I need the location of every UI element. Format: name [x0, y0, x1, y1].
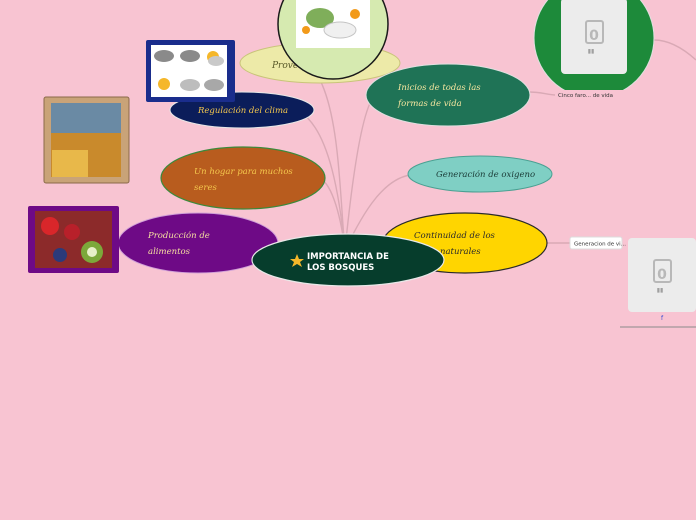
cinco-label-bg: [556, 90, 626, 100]
placeholder-card-caption: f: [661, 315, 664, 322]
continuidad-line-1: Continuidad de los: [414, 231, 496, 241]
central-line-1: IMPORTANCIA DE: [307, 252, 389, 262]
connector-offscreen: [653, 39, 696, 61]
placeholder-card-zero: 0: [657, 267, 667, 283]
subtopic-generacion-label: Generacion de vi...: [574, 242, 626, 248]
fruit-strawberry: [41, 217, 59, 235]
subtopic-cinco-label: Cinco faro... de vida: [558, 93, 613, 99]
star-icon: [290, 254, 304, 267]
inicios-line-2: formas de vida: [397, 99, 462, 109]
produccion-line-2: alimentos: [148, 247, 191, 257]
topic-inicios-label: Inicios de todas las formas de vida: [397, 83, 481, 109]
placeholder-icon: [585, 20, 604, 44]
topic-hogar-label-1: Un hogar para muchos seres: [194, 167, 293, 193]
topic-hogar[interactable]: [160, 146, 326, 210]
produccion-line-1: Producción de: [147, 230, 210, 241]
placeholder-dots: ▮▮: [588, 48, 595, 55]
hogar-line-1: Un hogar para muchos: [194, 167, 293, 177]
placeholder-card: [628, 238, 696, 312]
placeholder-zero: 0: [589, 28, 599, 44]
topic-oxigeno-label: Generación de oxigeno: [436, 169, 535, 180]
placeholder-image: [561, 0, 627, 74]
connector-inicios: [344, 94, 376, 251]
subtopic-generacion[interactable]: [569, 236, 623, 250]
herbs-flower-2: [302, 26, 310, 34]
hogar-line-2: seres: [194, 183, 217, 193]
placeholder-card-dots: ▮▮: [657, 287, 664, 294]
fruit-blueberries: [53, 248, 67, 262]
herbs-mortar: [323, 21, 357, 39]
central-topic[interactable]: [251, 233, 445, 287]
placeholder-card-icon: [653, 259, 672, 283]
herbs-leaves: [306, 8, 334, 28]
topic-regulacion-label: Regulación del clima: [197, 105, 288, 116]
connector-cinco: [527, 91, 556, 96]
topic-inicios[interactable]: [365, 63, 531, 127]
fruit-kiwi-center: [87, 247, 97, 257]
topic-continuidad-label: Continuidad de los naturales: [414, 231, 496, 257]
herbs-flower: [350, 9, 360, 19]
farm-image-corn: [52, 150, 88, 177]
connector-regulacion: [299, 111, 346, 251]
farm-image-sky: [51, 103, 121, 133]
inicios-line-1: Inicios de todas las: [397, 83, 481, 93]
continuidad-line-2: naturales: [440, 247, 481, 257]
weather-icons-set: [154, 50, 224, 91]
topic-produccion-label: Producción de alimentos: [147, 230, 210, 257]
central-line-2: LOS BOSQUES: [307, 263, 374, 273]
topic-oxigeno[interactable]: [407, 155, 553, 193]
fruit-cherry: [64, 224, 80, 240]
